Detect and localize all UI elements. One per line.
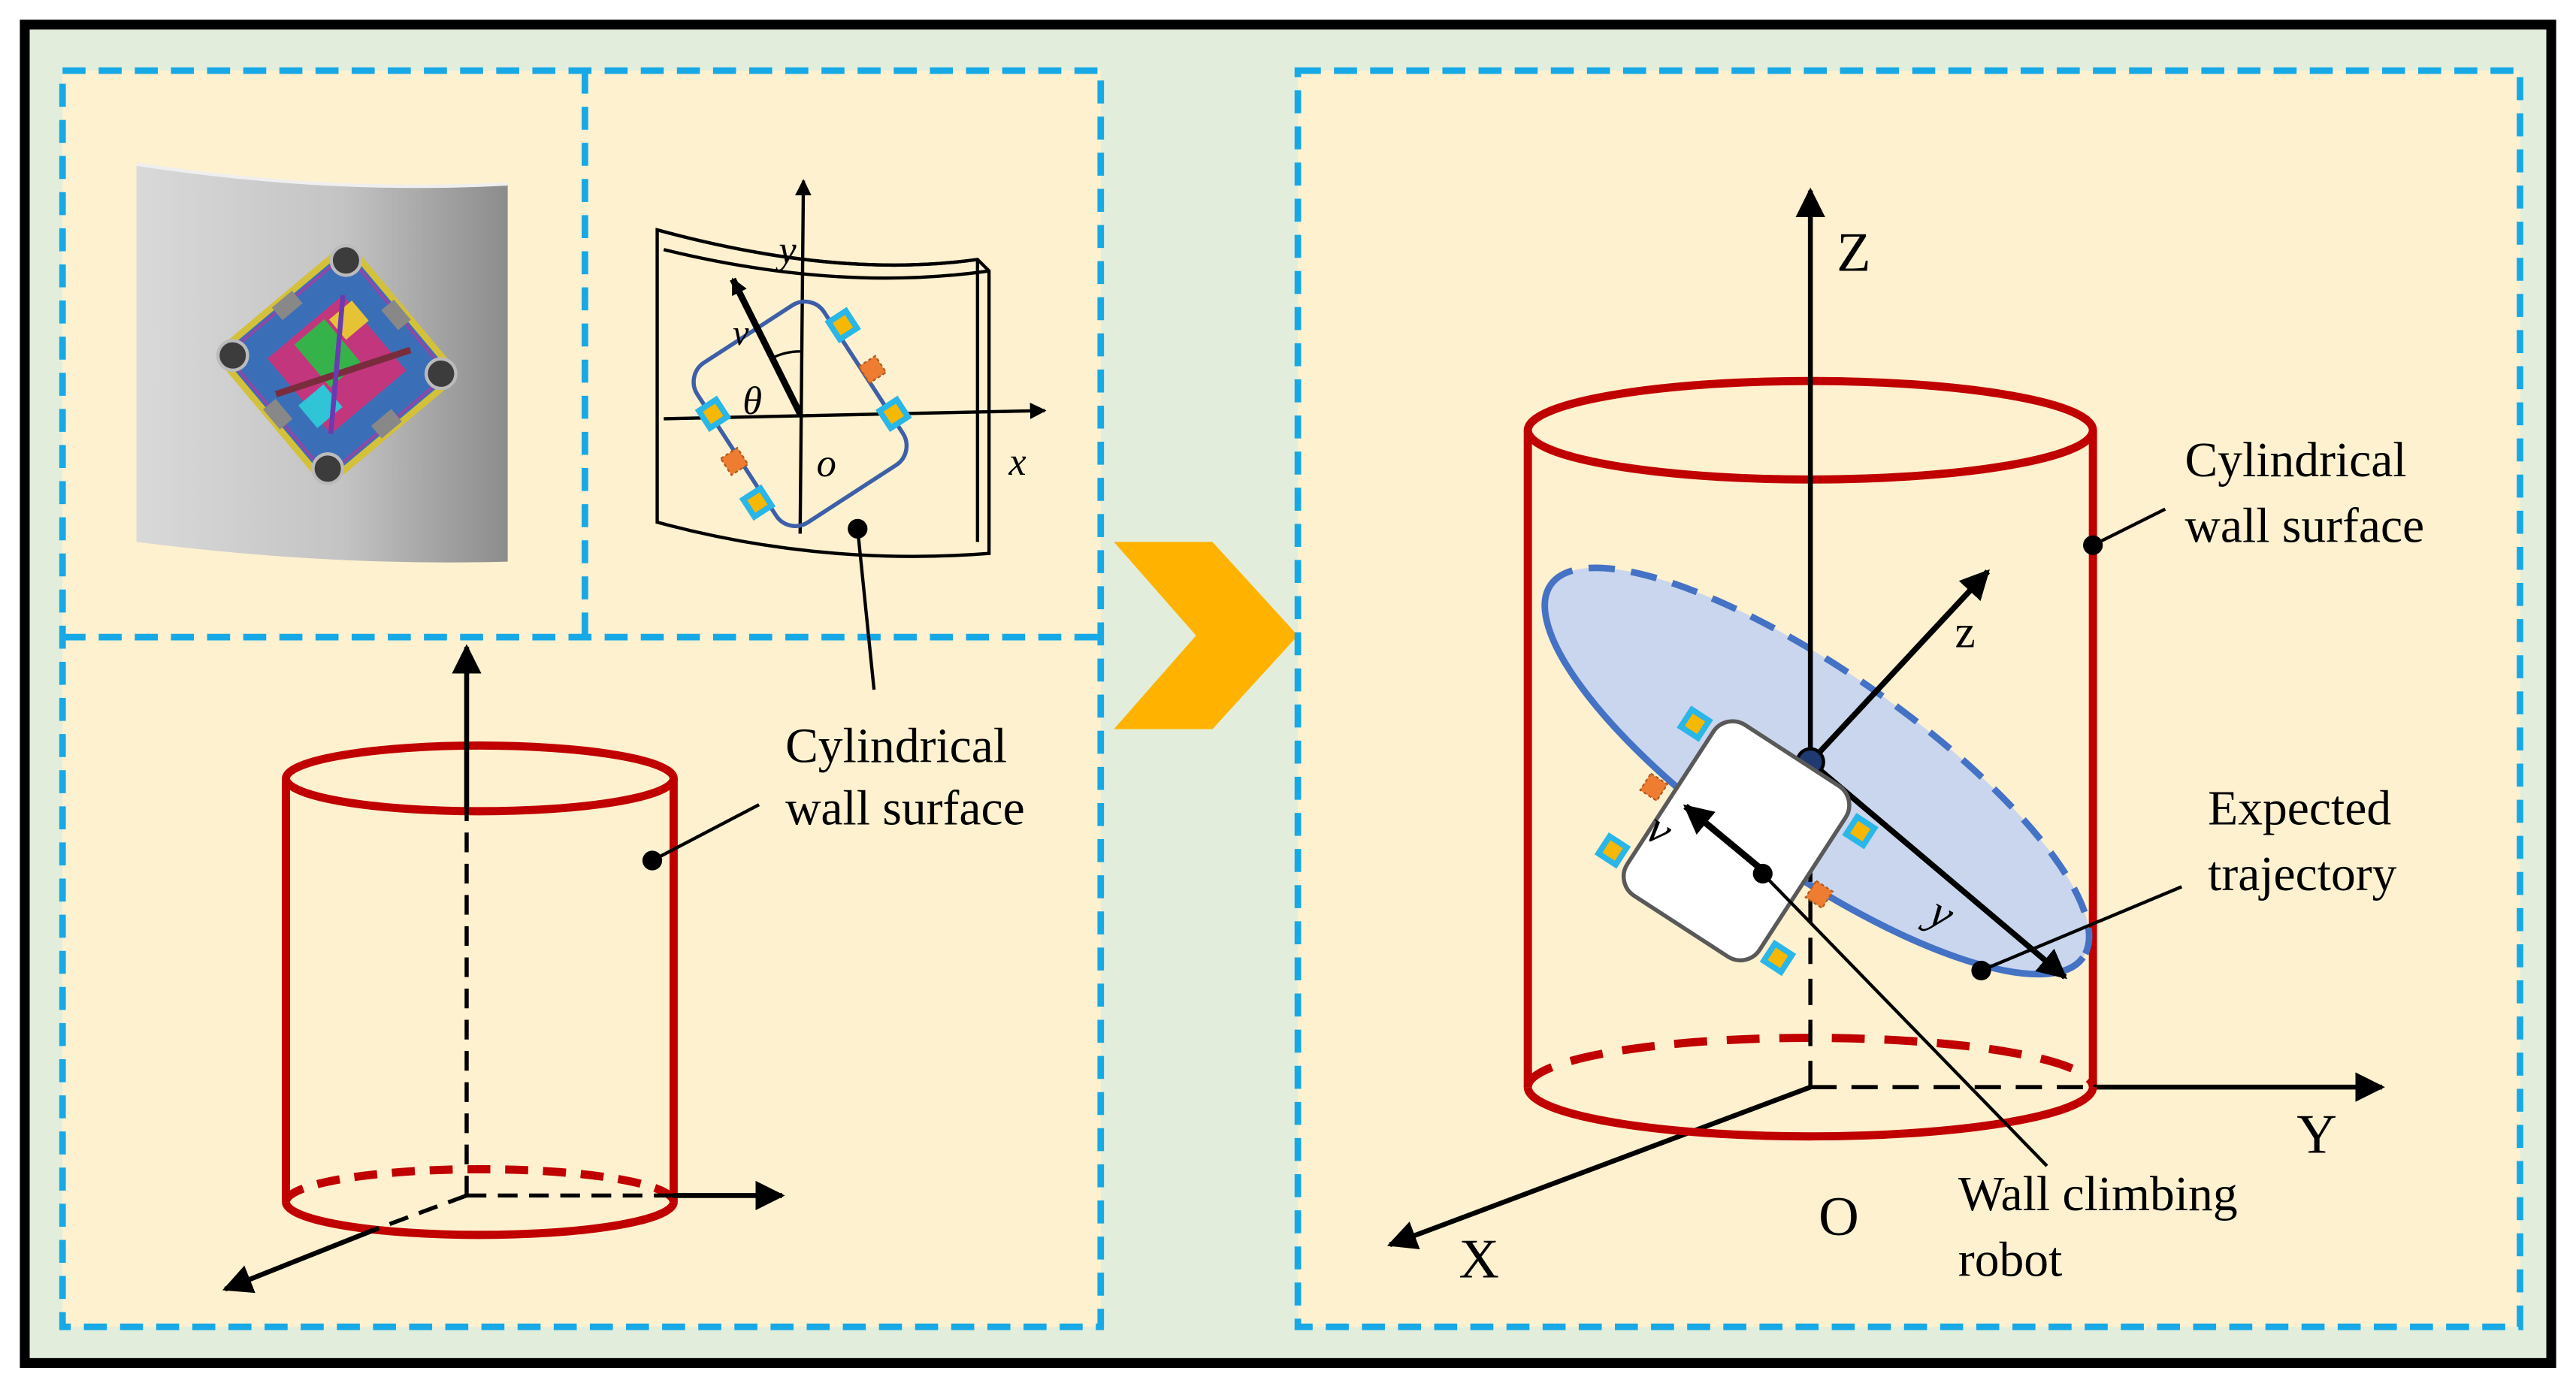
- curved-wall-thickness: [656, 228, 978, 267]
- sketch-label-y: y: [775, 228, 797, 272]
- sketch-axis-y: [795, 179, 812, 534]
- local-axis-y: [1808, 759, 2067, 980]
- left-cylinder-depth-axis-arrow: [222, 1226, 379, 1294]
- left-wall-label-line2: wall surface: [785, 781, 1025, 835]
- axis-X: [1386, 1085, 1812, 1249]
- label-axis-X: X: [1459, 1229, 1499, 1291]
- trajectory-callout-line: [1980, 885, 2183, 972]
- robot-velocity-arrow: [1683, 803, 1765, 873]
- right-panel-border: [1294, 67, 2523, 1330]
- trajectory-label-line1: Expected: [2208, 781, 2391, 835]
- right-wall-label-line1: Cylindrical: [2185, 433, 2407, 488]
- right-panel: Z Y X O z y v Cylindrical wall surface E…: [1294, 67, 2523, 1330]
- wall-climbing-robot: [1594, 705, 1879, 977]
- right-wall-label-line2: wall surface: [2185, 499, 2425, 553]
- left-cylinder-callout-line: [651, 803, 760, 862]
- label-axis-Y: Y: [2296, 1104, 2337, 1166]
- robot-label-line1: Wall climbing: [1958, 1167, 2238, 1221]
- label-local-z: z: [1955, 606, 1976, 657]
- left-cylinder-bottom-front: [282, 1201, 678, 1240]
- wall-sketch: y x o θ v Cylindrical wall surface: [655, 179, 1047, 835]
- wall-callout-line: [2092, 507, 2166, 547]
- sketch-wall-callout-line: [856, 528, 876, 690]
- sketch-label-theta: θ: [742, 379, 762, 423]
- left-cylinder-depth-axis-dashed: [376, 1193, 467, 1230]
- trajectory-label-line2: trajectory: [2208, 847, 2396, 901]
- trajectory-callout-dot: [1971, 960, 1991, 981]
- sketch-angle-arc: [771, 350, 800, 360]
- transition-arrow: [1114, 542, 1299, 729]
- right-panel-background: [1298, 70, 2520, 1327]
- curved-wall-top-edge: [136, 162, 508, 189]
- robot-body: [1621, 719, 1852, 963]
- left-wall-label-line1: Cylindrical: [785, 719, 1007, 773]
- robot-callout-line: [1761, 872, 2048, 1167]
- label-axis-Z: Z: [1837, 222, 1870, 284]
- robot-render-image: [136, 162, 508, 563]
- left-panel: y x o θ v Cylindrical wall surface: [59, 67, 1105, 1330]
- sketch-velocity-arrow: [730, 277, 803, 415]
- robot-label-line2: robot: [1958, 1234, 2062, 1288]
- sketch-label-velocity: v: [733, 313, 749, 353]
- left-cylinder: [222, 644, 785, 1294]
- sketch-wall-callout-dot: [848, 518, 868, 539]
- curved-wall-inner-edge: [663, 248, 990, 280]
- left-cylinder-bottom-back: [282, 1164, 678, 1203]
- right-cylinder-bottom-front: [1523, 1086, 2097, 1141]
- wall-climbing-robot-3d-render: [216, 243, 458, 485]
- left-cylinder-callout-dot: [642, 850, 663, 871]
- sketch-label-x: x: [1008, 440, 1026, 484]
- wall-callout-dot: [2083, 535, 2103, 555]
- label-origin-O: O: [1819, 1186, 1859, 1248]
- local-axis-z: [1808, 569, 1991, 764]
- sketch-label-origin: o: [817, 442, 836, 485]
